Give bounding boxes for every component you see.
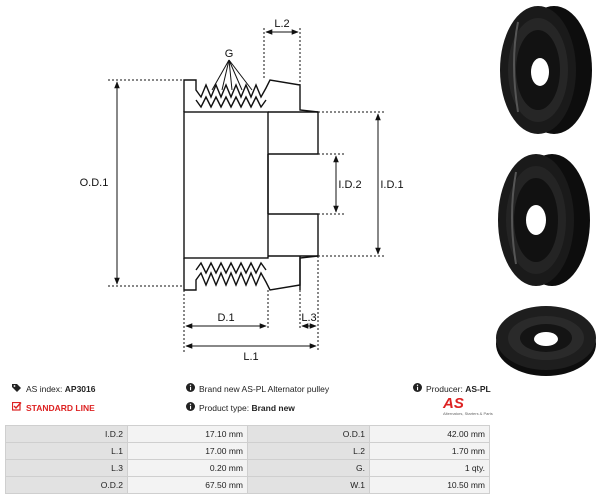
- spec-label: L.3: [5, 459, 128, 477]
- standard-line-badge: STANDARD LINE: [11, 401, 95, 413]
- producer-label: Producer:: [426, 383, 463, 394]
- spec-label: L.1: [5, 442, 128, 460]
- checkbox-icon: [11, 401, 22, 413]
- spec-label: W.1: [246, 476, 370, 494]
- label-g: G: [225, 48, 234, 60]
- as-index-value: AP3016: [64, 383, 96, 394]
- pulley-photo-1[interactable]: [488, 2, 600, 142]
- spec-value: 67.50 mm: [126, 476, 248, 494]
- standard-line-label: STANDARD LINE: [26, 402, 95, 413]
- pulley-outline: [183, 79, 319, 291]
- specs-table: I.D.2 17.10 mm O.D.1 42.00 mm L.1 17.00 …: [5, 425, 491, 494]
- as-index-label: AS index:: [26, 383, 63, 394]
- table-row: O.D.2 67.50 mm W.1 10.50 mm: [5, 476, 491, 494]
- spec-label: O.D.1: [246, 425, 370, 443]
- spec-label: G.: [246, 459, 370, 477]
- label-id2: I.D.2: [338, 179, 361, 191]
- info-icon: [186, 383, 195, 394]
- description-text: Brand new AS-PL Alternator pulley: [199, 383, 330, 394]
- tag-icon: [12, 383, 22, 394]
- product-photos: [488, 0, 600, 380]
- spec-value: 10.50 mm: [368, 476, 491, 494]
- spec-label: O.D.2: [5, 476, 128, 494]
- product-type-label: Product type:: [199, 402, 250, 413]
- as-pl-logo: AS Alternators, Starters & Parts: [443, 395, 493, 421]
- label-id1: I.D.1: [380, 179, 403, 191]
- table-row: I.D.2 17.10 mm O.D.1 42.00 mm: [5, 425, 491, 443]
- logo-mark: AS: [443, 395, 464, 412]
- product-type: Product type: Brand new: [186, 402, 295, 413]
- as-index: AS index: AP3016: [12, 383, 95, 394]
- pulley-photo-3[interactable]: [488, 298, 600, 378]
- info-icon: [186, 402, 195, 413]
- label-od1: O.D.1: [80, 177, 109, 189]
- product-type-value: Brand new: [251, 402, 295, 413]
- producer: Producer: AS-PL: [413, 383, 491, 394]
- spec-value: 1.70 mm: [368, 442, 491, 460]
- spec-value: 1 qty.: [368, 459, 491, 477]
- table-row: L.3 0.20 mm G. 1 qty.: [5, 459, 491, 477]
- label-l3: L.3: [301, 312, 316, 324]
- description: Brand new AS-PL Alternator pulley: [186, 383, 329, 394]
- label-d1: D.1: [217, 312, 234, 324]
- pulley-technical-drawing: L.2 G O.D.1 I.D.2 I.D.1 D.1 L.3 L.1: [80, 18, 404, 363]
- product-info: AS index: AP3016 STANDARD LINE Brand new…: [0, 380, 600, 420]
- spec-label: L.2: [246, 442, 370, 460]
- spec-value: 17.00 mm: [126, 442, 248, 460]
- label-l2: L.2: [274, 18, 289, 30]
- logo-subtitle: Alternators, Starters & Parts: [443, 411, 493, 416]
- pulley-photo-2[interactable]: [488, 148, 600, 288]
- spec-label: I.D.2: [5, 425, 128, 443]
- producer-value: AS-PL: [465, 383, 491, 394]
- info-icon: [413, 383, 422, 394]
- spec-value: 17.10 mm: [126, 425, 248, 443]
- table-row: L.1 17.00 mm L.2 1.70 mm: [5, 442, 491, 460]
- spec-value: 0.20 mm: [126, 459, 248, 477]
- spec-value: 42.00 mm: [368, 425, 491, 443]
- label-l1: L.1: [243, 351, 258, 363]
